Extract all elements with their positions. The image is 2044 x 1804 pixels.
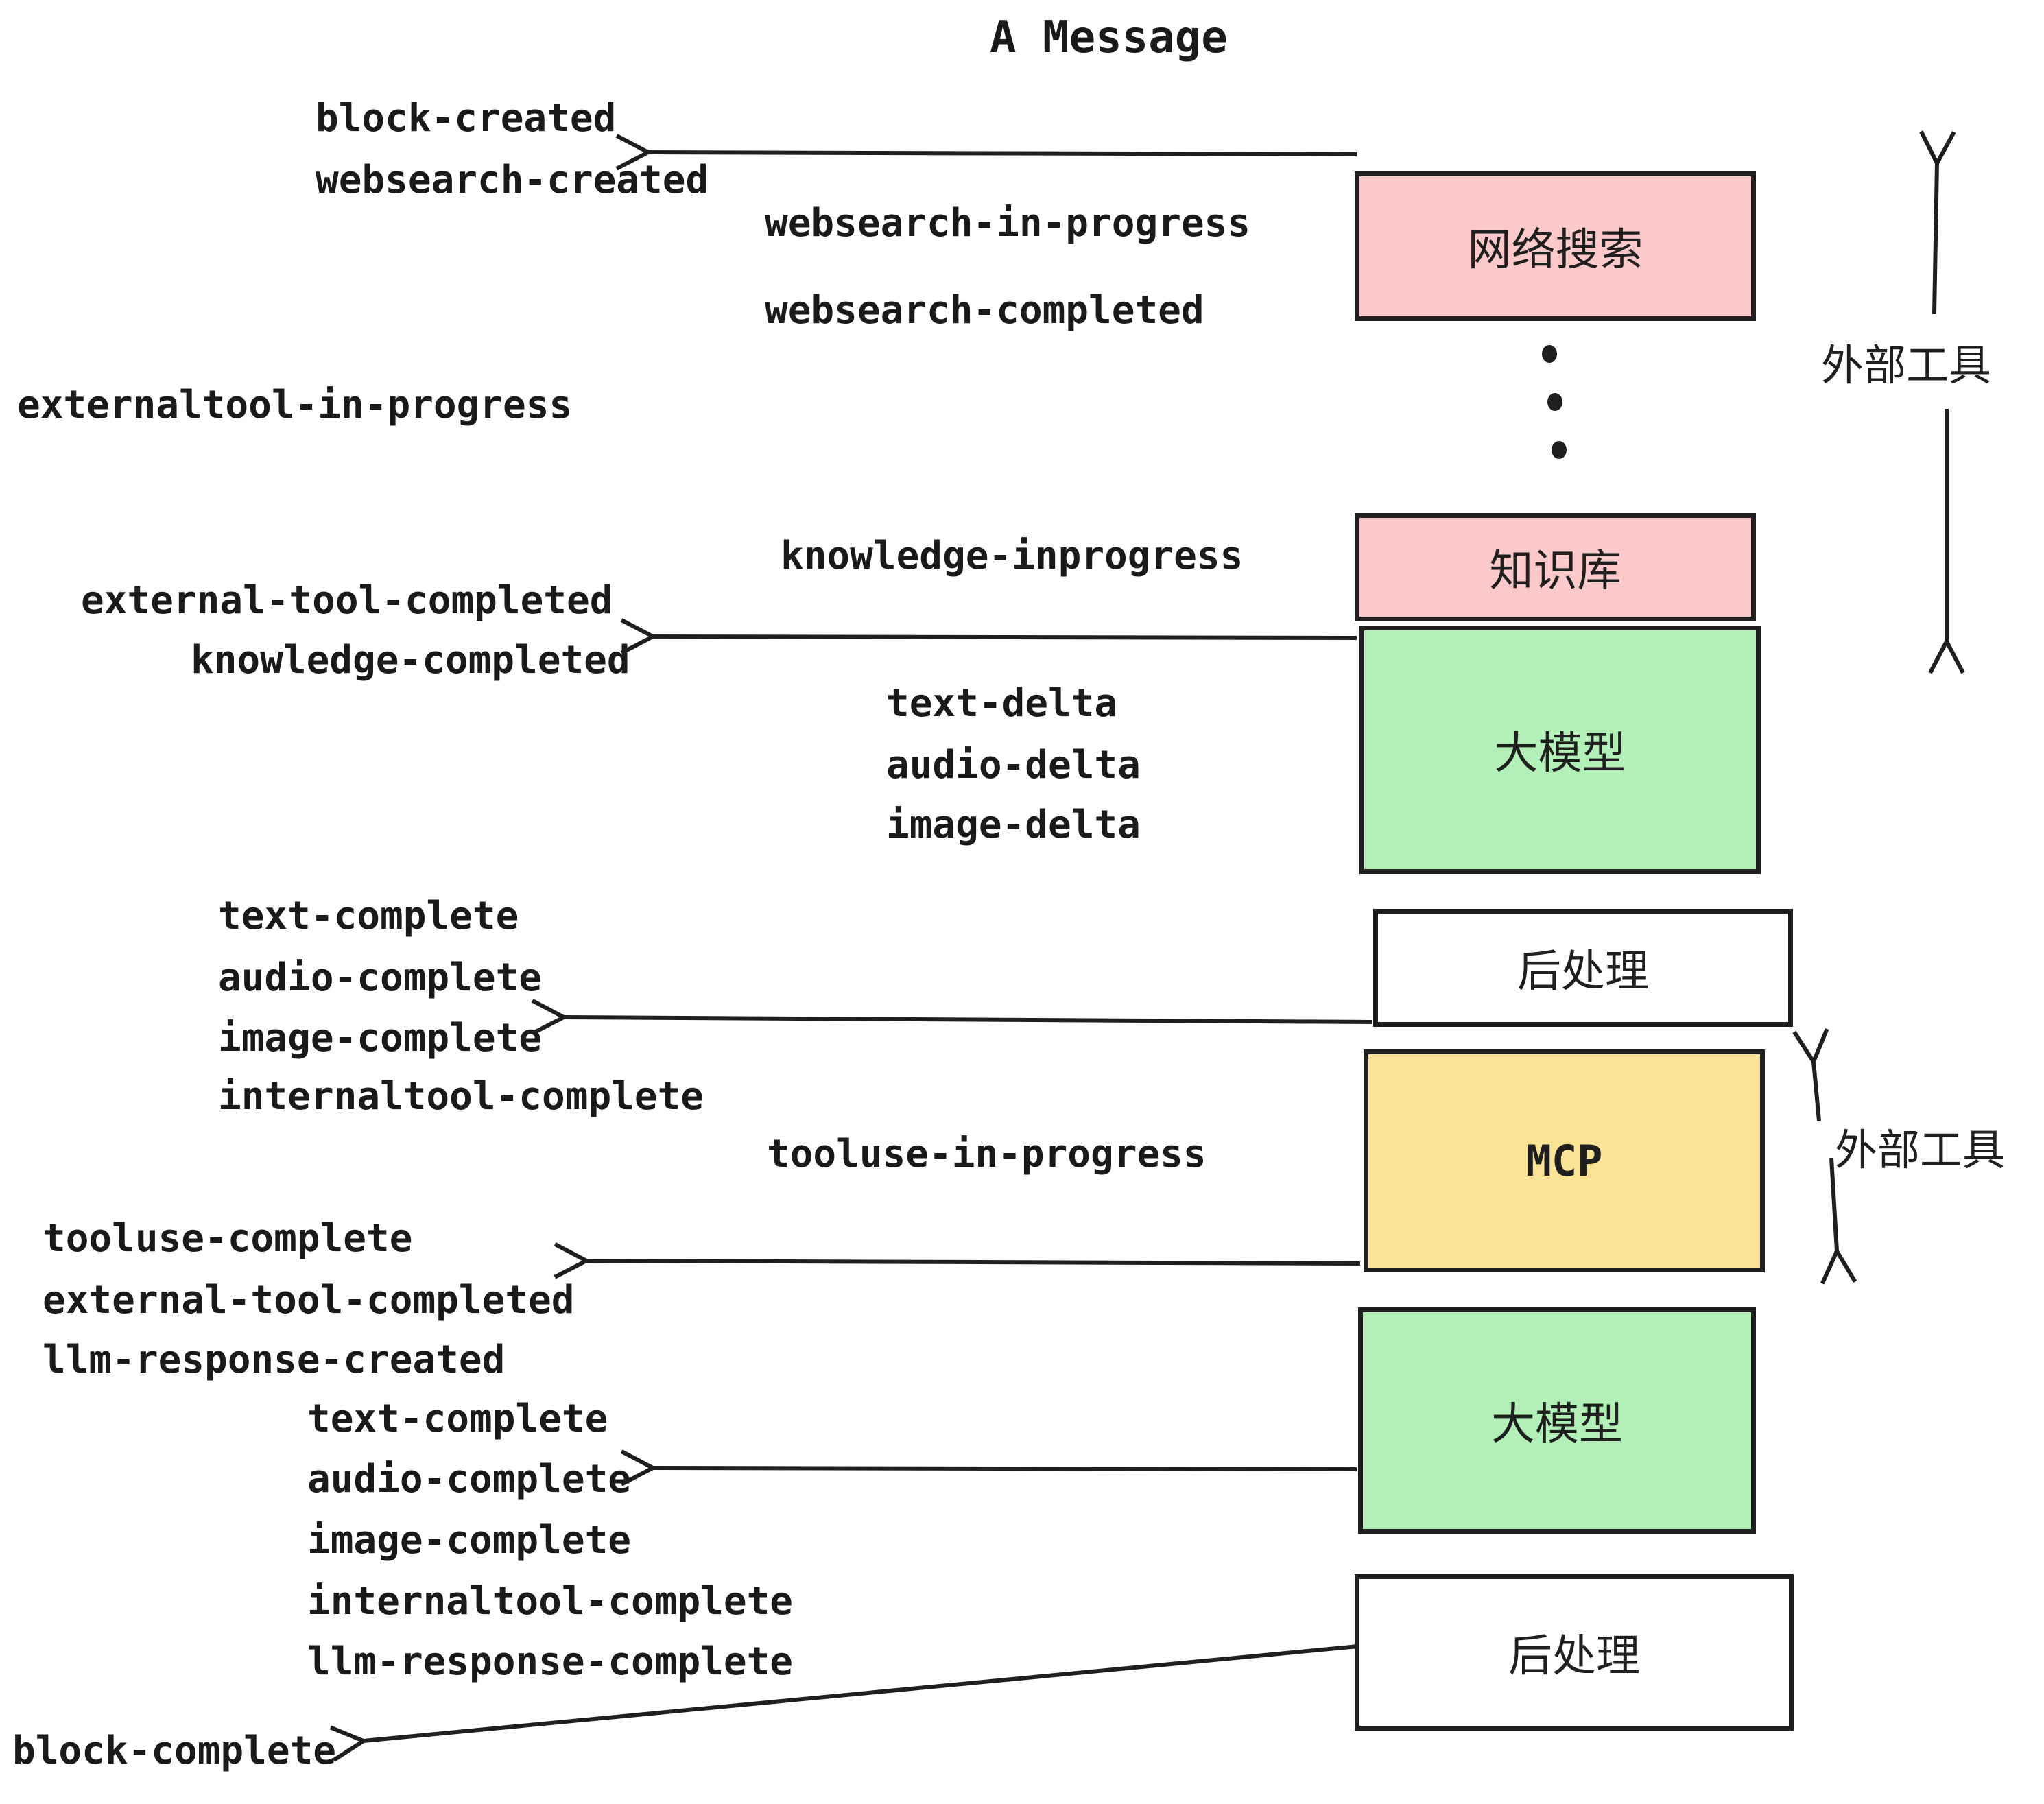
llm-box-2: 大模型 bbox=[1358, 1307, 1756, 1534]
postprocess-box-1: 后处理 bbox=[1373, 909, 1793, 1027]
event-knowledge-completed: knowledge-completed bbox=[191, 638, 630, 683]
postprocess-box-1-label: 后处理 bbox=[1517, 947, 1649, 997]
external-tools-label-mcp: 外部工具 bbox=[1835, 1125, 2006, 1175]
event-external-tool-completed: external-tool-completed bbox=[81, 578, 613, 623]
event-text-delta: text-delta bbox=[886, 681, 1118, 726]
diagram-title: A Message bbox=[990, 12, 1228, 63]
event-image-complete: image-complete bbox=[218, 1016, 543, 1060]
arrow-llm-to-knowledge-completed bbox=[620, 618, 1357, 655]
event-audio-delta: audio-delta bbox=[886, 743, 1141, 787]
event-tooluse-in-progress: tooluse-in-progress bbox=[767, 1132, 1207, 1176]
ellipsis-dot bbox=[1547, 393, 1562, 411]
arrow-mcp-to-tooluse-complete bbox=[554, 1242, 1361, 1279]
event-llm-response-complete: llm-response-complete bbox=[307, 1639, 794, 1684]
websearch-box-label: 网络搜索 bbox=[1467, 225, 1643, 276]
mcp-box: MCP bbox=[1364, 1049, 1765, 1272]
event-tooluse-complete: tooluse-complete bbox=[43, 1216, 413, 1261]
event-block-created: block-created bbox=[316, 96, 617, 141]
event-llm-response-created: llm-response-created bbox=[43, 1338, 506, 1382]
event-text-complete-2: text-complete bbox=[307, 1397, 608, 1441]
external-tools-up-arrow-mcp bbox=[1792, 1028, 1829, 1121]
arrow-post1-to-image-complete bbox=[531, 999, 1372, 1036]
event-websearch-in-progress: websearch-in-progress bbox=[765, 201, 1251, 246]
postprocess-box-2-label: 后处理 bbox=[1508, 1631, 1640, 1682]
event-text-complete: text-complete bbox=[218, 894, 519, 938]
event-websearch-completed: websearch-completed bbox=[765, 288, 1204, 333]
event-websearch-created: websearch-created bbox=[316, 158, 709, 202]
event-internaltool-complete: internaltool-complete bbox=[218, 1074, 704, 1119]
llm-box-1: 大模型 bbox=[1359, 626, 1761, 874]
external-tools-up-arrow-top bbox=[1919, 130, 1956, 315]
knowledge-box: 知识库 bbox=[1355, 513, 1756, 621]
llm-box-1-label: 大模型 bbox=[1494, 728, 1626, 779]
mcp-box-label: MCP bbox=[1525, 1136, 1603, 1186]
event-image-delta: image-delta bbox=[886, 803, 1141, 847]
arrow-websearch-to-block-created bbox=[615, 134, 1357, 171]
event-knowledge-inprogress: knowledge-inprogress bbox=[781, 534, 1244, 578]
event-externaltool-in-progress: externaltool-in-progress bbox=[17, 383, 573, 427]
arrow-llm2-to-audio-complete bbox=[620, 1449, 1357, 1486]
ellipsis-dot bbox=[1552, 441, 1567, 459]
knowledge-box-label: 知识库 bbox=[1489, 546, 1621, 597]
postprocess-box-2: 后处理 bbox=[1355, 1574, 1794, 1731]
websearch-box: 网络搜索 bbox=[1355, 171, 1756, 321]
event-image-complete-2: image-complete bbox=[307, 1518, 632, 1563]
event-external-tool-completed-2: external-tool-completed bbox=[43, 1278, 575, 1322]
external-tools-label-top: 外部工具 bbox=[1821, 340, 1992, 390]
event-internaltool-complete-2: internaltool-complete bbox=[307, 1579, 794, 1624]
llm-box-2-label: 大模型 bbox=[1491, 1399, 1623, 1450]
event-block-complete: block-complete bbox=[12, 1729, 337, 1773]
ellipsis-dot bbox=[1542, 345, 1557, 363]
event-audio-complete-2: audio-complete bbox=[307, 1457, 632, 1502]
event-audio-complete: audio-complete bbox=[218, 956, 543, 1000]
